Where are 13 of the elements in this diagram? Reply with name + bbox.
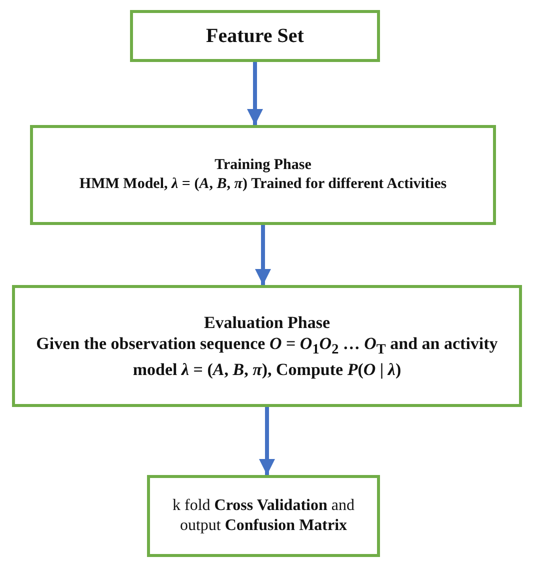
box-heading: Evaluation Phase: [204, 312, 330, 333]
process-box: [130, 10, 380, 62]
arrow: [255, 225, 271, 285]
arrow: [247, 62, 263, 125]
box-text: Given the observation sequence O = O$_{1}$O$_{2}$ … O$_{T}$ and an activity model λ = (A, B, π), Compute P(O | λ): [35, 332, 499, 380]
box-text: Feature Set: [206, 24, 304, 48]
process-box: [30, 125, 496, 225]
box-text: HMM Model, λ = (A, B, π) Trained for different Activities: [79, 175, 447, 194]
box-heading: Training Phase: [214, 156, 312, 175]
process-box: [147, 475, 380, 557]
box-text: k fold Cross Validation and output Confusion Matrix: [172, 496, 356, 536]
process-box: [12, 285, 522, 407]
arrow: [259, 407, 275, 475]
